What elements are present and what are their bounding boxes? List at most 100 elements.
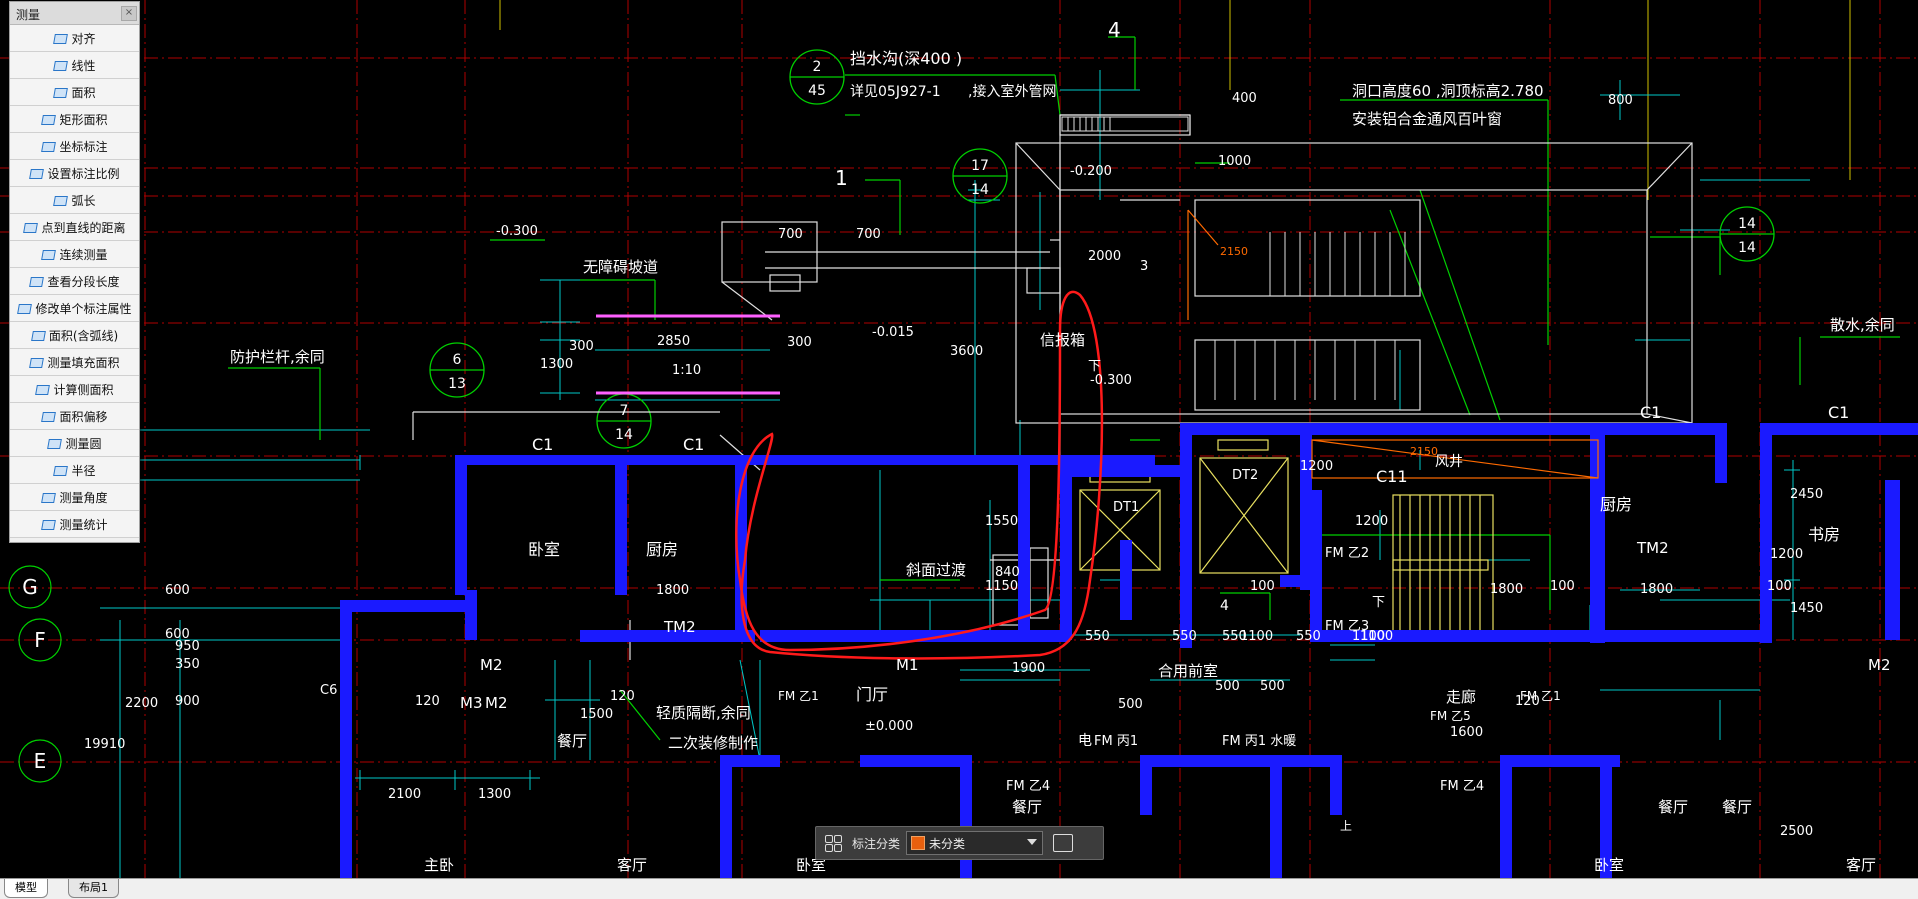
measure-tool-14[interactable]: 面积偏移 (10, 403, 139, 430)
detail-symbols (429, 49, 1775, 449)
drawing-label: 300 (569, 339, 594, 354)
drawing-label: 100 (1767, 579, 1792, 594)
measure-tool-15[interactable]: 测量圆 (10, 430, 139, 457)
drawing-label: 550 (1085, 629, 1110, 644)
measure-tool-label: 测量圆 (65, 436, 102, 451)
drawing-label: 2500 (1780, 824, 1813, 839)
annotation-category-select[interactable]: 未分类 (906, 831, 1044, 855)
annotation-category-label: 标注分类 (852, 836, 901, 851)
palette-titlebar[interactable]: 测量 × (10, 2, 139, 25)
drawing-label: FM 乙1 (1520, 689, 1561, 703)
drawing-label: 1100 (1352, 629, 1385, 644)
radius-icon (53, 464, 67, 476)
measure-tool-label: 计算侧面积 (53, 382, 114, 397)
drawing-label: DT2 (1232, 468, 1258, 483)
drawing-label: 600 (165, 627, 190, 642)
drawing-label: 风井 (1435, 454, 1463, 470)
measure-tool-0[interactable]: 对齐 (10, 25, 139, 52)
drawing-label: 950 (175, 639, 200, 654)
measure-tool-13[interactable]: 计算侧面积 (10, 376, 139, 403)
close-icon[interactable]: × (121, 6, 137, 21)
rect-area-icon (41, 113, 55, 125)
drawing-label: FM 乙1 (778, 689, 819, 703)
layout-tabs: 模型 布局1 (0, 878, 1918, 899)
grid-icon[interactable] (824, 834, 842, 852)
palette-title: 测量 (16, 8, 41, 22)
drawing-label: 1:10 (672, 363, 701, 378)
measure-tool-10[interactable]: 修改单个标注属性 (10, 295, 139, 322)
stairs (1194, 232, 1406, 400)
measure-tool-list: 对齐线性面积矩形面积坐标标注设置标注比例弧长点到直线的距离连续测量查看分段长度修… (10, 25, 139, 538)
axis-label: G (22, 575, 38, 599)
drawing-label: 餐厅 (1658, 798, 1688, 816)
drawing-label: 550 (1172, 629, 1197, 644)
measure-tool-4[interactable]: 坐标标注 (10, 133, 139, 160)
drawing-label: 餐厅 (1012, 798, 1042, 816)
drawing-label: 主卧 (424, 856, 454, 874)
tab-model[interactable]: 模型 (4, 879, 48, 898)
segment-length-icon (29, 275, 43, 287)
measure-tool-5[interactable]: 设置标注比例 (10, 160, 139, 187)
annotation-category-bar: 标注分类 未分类 (815, 826, 1104, 860)
measure-tool-1[interactable]: 线性 (10, 52, 139, 79)
measure-tool-9[interactable]: 查看分段长度 (10, 268, 139, 295)
drawing-label: ,接入室外管网 (968, 83, 1056, 100)
measure-tool-label: 测量填充面积 (47, 355, 120, 370)
measure-tool-8[interactable]: 连续测量 (10, 241, 139, 268)
drawing-label: 100 (1250, 579, 1275, 594)
measure-tool-label: 修改单个标注属性 (35, 301, 132, 316)
drawing-label: 1900 (1012, 661, 1045, 676)
measure-tool-label: 测量角度 (59, 490, 108, 505)
drawing-label: 1200 (1300, 459, 1333, 474)
drawing-label: FM 丙1 (1094, 734, 1138, 749)
drawing-label: 19910 (84, 737, 125, 752)
drawing-label: FM 乙4 (1006, 779, 1050, 794)
drawing-label: FM 乙4 (1440, 779, 1484, 794)
detail-number: 17 (971, 158, 989, 174)
drawing-label: 1200 (1770, 547, 1803, 562)
arc-length-icon (53, 194, 67, 206)
detail-number: 2 (813, 59, 822, 75)
measure-tool-17[interactable]: 测量角度 (10, 484, 139, 511)
drawing-label: 门厅 (856, 685, 888, 704)
measure-tool-6[interactable]: 弧长 (10, 187, 139, 214)
measure-tool-label: 坐标标注 (59, 139, 108, 154)
measure-tool-3[interactable]: 矩形面积 (10, 106, 139, 133)
drawing-label: 3600 (950, 344, 983, 359)
dimension-lines (100, 70, 1810, 878)
drawing-label: 散水,余同 (1830, 316, 1895, 334)
annotation-category-value: 未分类 (929, 836, 966, 851)
drawing-label: FM 乙5 (1430, 709, 1471, 723)
drawing-label: 客厅 (1846, 856, 1876, 874)
detail-number: 14 (971, 182, 989, 198)
drawing-label: 2000 (1088, 249, 1121, 264)
drawing-label: 840 (995, 565, 1020, 580)
measure-tool-label: 面积(含弧线) (48, 328, 119, 343)
measure-tool-7[interactable]: 点到直线的距离 (10, 214, 139, 241)
drawing-label: 100 (1550, 579, 1575, 594)
drawing-label: 防护栏杆,余同 (230, 348, 325, 366)
arc-area-icon (31, 329, 45, 341)
drawing-label: 轻质隔断,余同 (656, 704, 751, 722)
measure-tool-12[interactable]: 测量填充面积 (10, 349, 139, 376)
drawing-label: 2450 (1790, 487, 1823, 502)
drawing-label: 550 (1296, 629, 1321, 644)
drawing-label: M1 (896, 656, 919, 674)
drawing-label: 120 (610, 689, 635, 704)
edit-icon[interactable] (1053, 834, 1074, 852)
detail-number: 13 (448, 376, 466, 392)
walls (340, 423, 1918, 878)
drawing-label: 1000 (1218, 154, 1251, 169)
measure-tool-18[interactable]: 测量统计 (10, 511, 139, 538)
drawing-label: 卧室 (1594, 856, 1624, 874)
drawing-label: DT1 (1113, 500, 1139, 515)
drawing-label: M2 (485, 694, 508, 712)
vent-grille (1061, 116, 1189, 132)
drawing-label: 1100 (1240, 629, 1273, 644)
measure-tool-16[interactable]: 半径 (10, 457, 139, 484)
circle-measure-icon (47, 437, 61, 449)
measure-tool-11[interactable]: 面积(含弧线) (10, 322, 139, 349)
measure-tool-2[interactable]: 面积 (10, 79, 139, 106)
tab-layout1[interactable]: 布局1 (68, 879, 119, 898)
